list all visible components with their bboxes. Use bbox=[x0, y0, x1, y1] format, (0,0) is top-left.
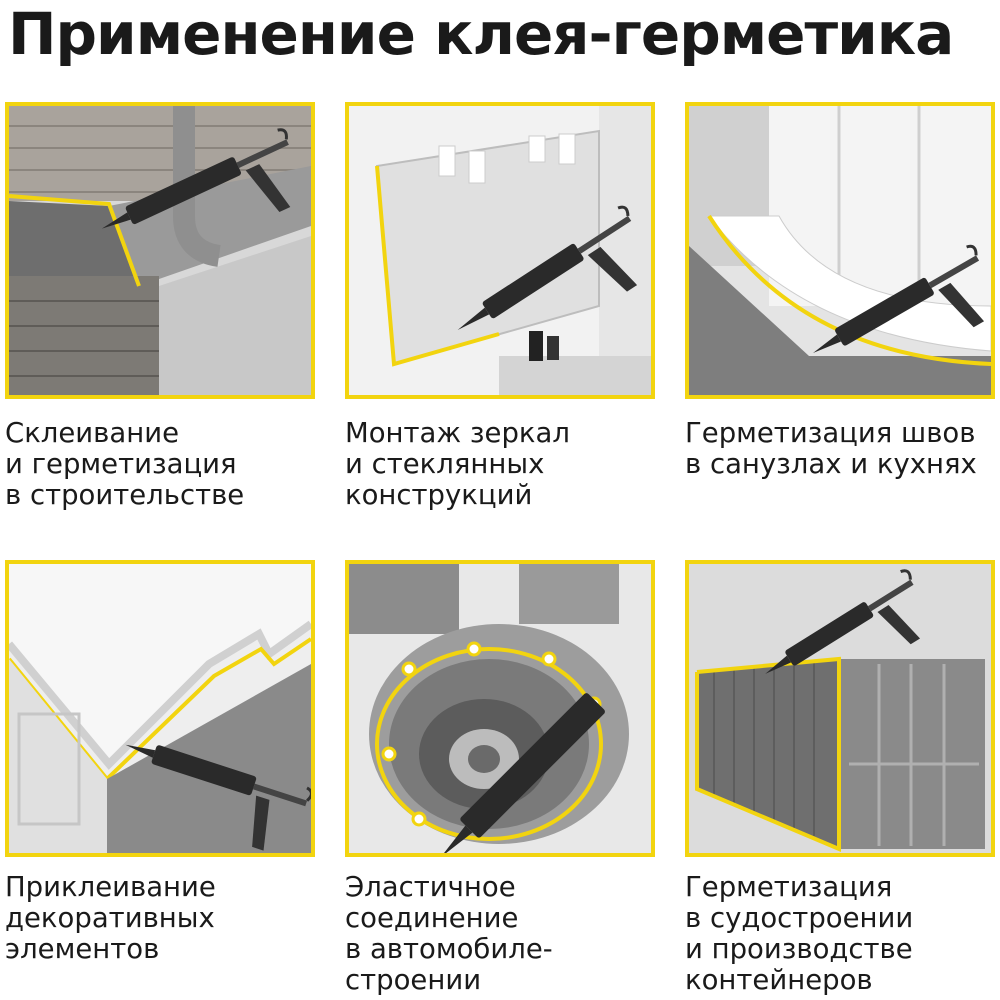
panel-mirrors bbox=[345, 102, 655, 399]
caption-bathroom: Герметизация швов в санузлах и кухнях bbox=[685, 418, 1000, 480]
caption-construction: Склеивание и герметизация в строительств… bbox=[5, 418, 325, 511]
caption-line: конструкций bbox=[345, 479, 533, 511]
mirror-wall-gun-icon bbox=[349, 106, 651, 395]
caption-line: контейнеров bbox=[685, 964, 873, 996]
caption-line: Склеивание bbox=[5, 417, 180, 449]
caption-line: Приклеивание bbox=[5, 871, 216, 903]
caption-line: элементов bbox=[5, 933, 160, 965]
caption-line: соединение bbox=[345, 902, 519, 934]
panel-automotive bbox=[345, 560, 655, 857]
page-title: Применение клея-герметика bbox=[8, 0, 954, 68]
caption-containers: Герметизация в судостроении и производст… bbox=[685, 872, 1000, 996]
caption-line: в судостроении bbox=[685, 902, 914, 934]
shower-cabin-gun-icon bbox=[689, 106, 991, 395]
shipping-container-gun-icon bbox=[689, 564, 991, 853]
panel-bathroom bbox=[685, 102, 995, 399]
caption-line: и производстве bbox=[685, 933, 913, 965]
panel-containers bbox=[685, 560, 995, 857]
caption-line: Монтаж зеркал bbox=[345, 417, 570, 449]
caption-line: в строительстве bbox=[5, 479, 245, 511]
caption-line: и герметизация bbox=[5, 448, 237, 480]
panel-decor bbox=[5, 560, 315, 857]
caption-line: Герметизация bbox=[685, 871, 893, 903]
caption-line: Герметизация швов bbox=[685, 417, 976, 449]
caption-line: декоративных bbox=[5, 902, 215, 934]
caption-automotive: Эластичное соединение в автомобиле- стро… bbox=[345, 872, 665, 996]
caption-line: и стеклянных bbox=[345, 448, 545, 480]
ceiling-molding-gun-icon bbox=[9, 564, 311, 853]
caption-mirrors: Монтаж зеркал и стеклянных конструкций bbox=[345, 418, 665, 511]
caption-line: в автомобиле- bbox=[345, 933, 553, 965]
engine-gasket-gun-icon bbox=[349, 564, 651, 853]
caption-line: в санузлах и кухнях bbox=[685, 448, 977, 480]
caption-line: Эластичное bbox=[345, 871, 516, 903]
building-facade-gun-icon bbox=[9, 106, 311, 395]
caption-decor: Приклеивание декоративных элементов bbox=[5, 872, 325, 965]
panel-construction bbox=[5, 102, 315, 399]
caption-line: строении bbox=[345, 964, 482, 996]
